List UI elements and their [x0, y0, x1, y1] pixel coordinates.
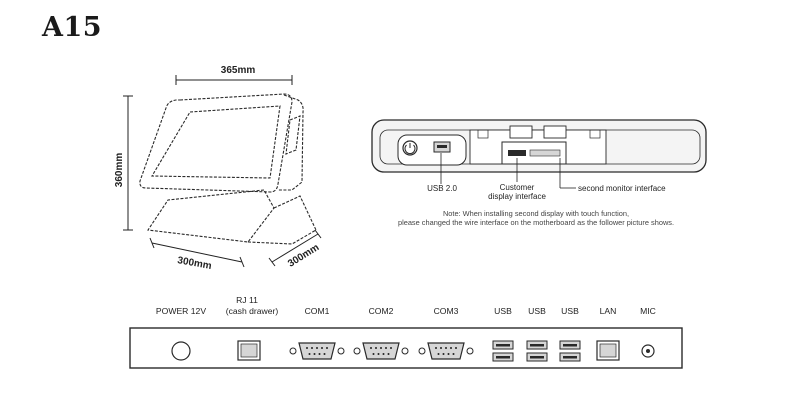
customer-display-label-2: display interface [488, 192, 546, 201]
rj11-label-2: (cash drawer) [226, 306, 279, 316]
stand-side [273, 195, 317, 245]
second-monitor-label: second monitor interface [578, 184, 666, 193]
usb-label-2: USB [528, 306, 546, 316]
dimension-365: 365mm [175, 65, 293, 85]
power-port-label: POWER 12V [156, 306, 206, 316]
io-port-strip: POWER 12V RJ 11 (cash drawer) COM1 COM2 … [129, 295, 683, 369]
com1-label: COM1 [305, 306, 330, 316]
com2-label: COM2 [369, 306, 394, 316]
monitor-back [278, 94, 304, 191]
base-width-label: 300mm [177, 255, 213, 272]
com3-label: COM3 [434, 306, 459, 316]
base-depth-label: 300mm [286, 242, 321, 270]
monitor-outline [139, 93, 293, 193]
power-jack-icon [171, 341, 191, 361]
height-label: 360mm [114, 153, 125, 188]
dimension-360: 360mm [114, 95, 133, 231]
usb-ports-1-icon [492, 340, 514, 362]
model-title: A15 [42, 12, 103, 43]
dimension-300-base: 300mm [149, 237, 245, 272]
screen-outline [151, 105, 281, 179]
mic-label: MIC [640, 306, 656, 316]
side-panel-drawing: USB 2.0 Customer display interface secon… [371, 119, 707, 227]
terminal-drawing [139, 93, 317, 245]
usb-label-3: USB [561, 306, 579, 316]
lan-label: LAN [600, 306, 617, 316]
hinge-outline [285, 115, 301, 155]
note-line-2: please changed the wire interface on the… [398, 218, 674, 227]
usb-label-1: USB [494, 306, 512, 316]
base-edge [247, 241, 293, 245]
com3-port-icon [418, 342, 474, 360]
customer-display-label-1: Customer [500, 183, 535, 192]
base-outline [147, 189, 275, 243]
usb-ports-3-icon [559, 340, 581, 362]
dimension-300-depth: 300mm [268, 229, 322, 270]
io-panel-frame [129, 327, 683, 369]
width-label: 365mm [221, 65, 256, 76]
note-line-1: Note: When installing second display wit… [443, 209, 629, 218]
rj11-label-1: RJ 11 [236, 295, 258, 305]
usb2-label: USB 2.0 [427, 184, 457, 193]
usb-ports-2-icon [526, 340, 548, 362]
com2-port-icon [353, 342, 409, 360]
com1-port-icon [289, 342, 345, 360]
